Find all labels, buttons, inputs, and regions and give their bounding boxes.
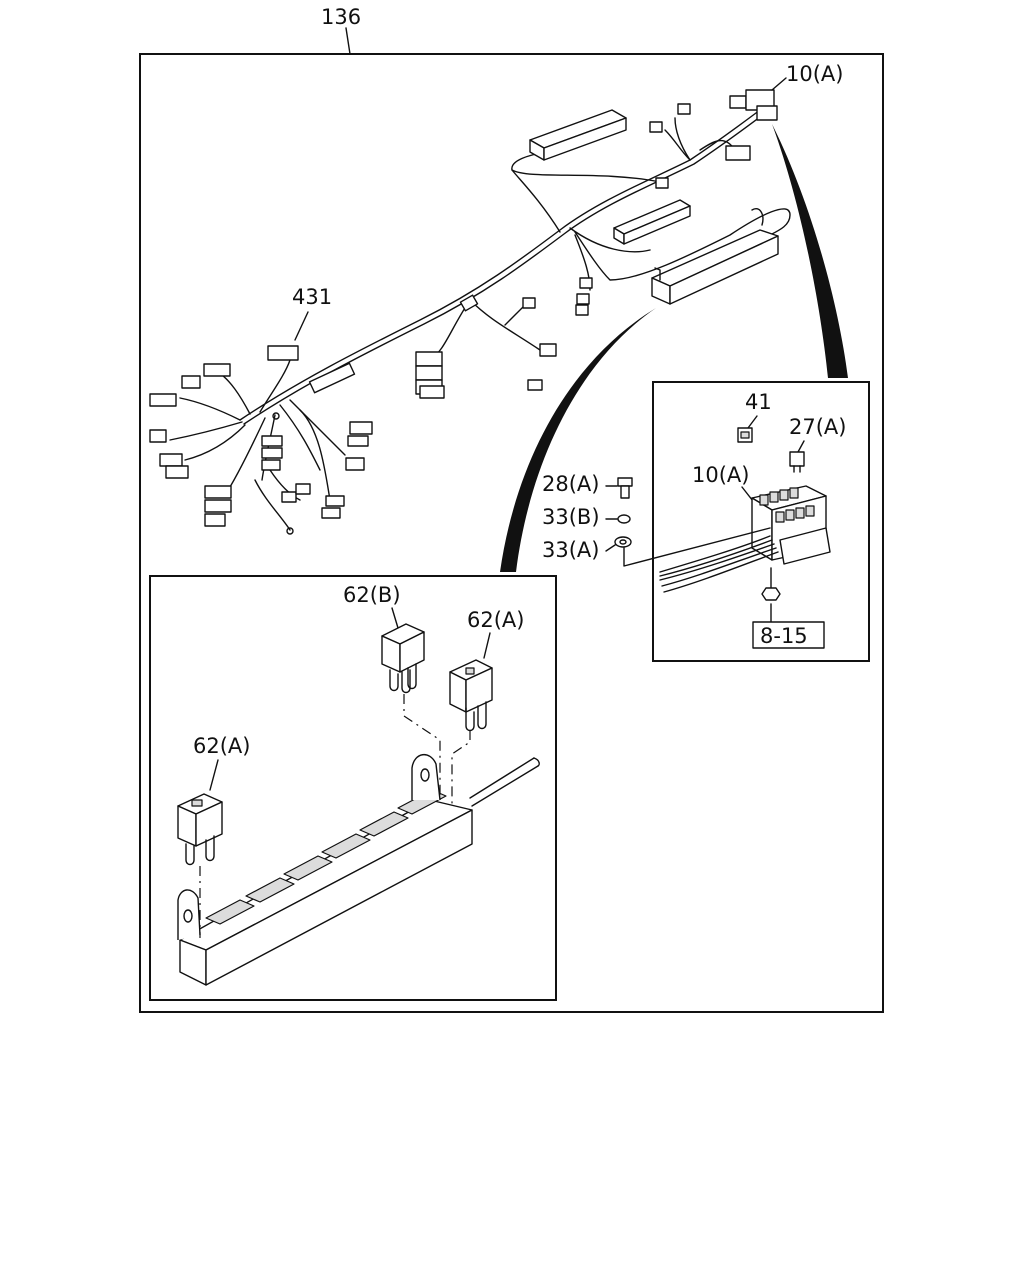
label-washer-33a: 33(A): [542, 538, 599, 562]
washer-33b: [617, 514, 631, 524]
detail-frame-relay-box: [149, 575, 557, 1001]
relay-62a-left: [177, 793, 223, 866]
label-relay-62b: 62(B): [343, 583, 401, 607]
assembly-frame: [139, 53, 884, 1013]
label-fuse-41: 41: [745, 390, 772, 414]
callout-arrow-right: [772, 124, 848, 378]
fuse-41: [737, 427, 753, 443]
label-screw-28a: 28(A): [542, 472, 599, 496]
label-relay-block-top: 10(A): [786, 62, 843, 86]
label-washer-33b: 33(B): [542, 505, 600, 529]
fuse-block-top: [529, 109, 627, 161]
fuse-27a: [789, 451, 805, 473]
label-ref-8-15: 8-15: [760, 624, 808, 648]
relay-box-harness: [651, 208, 779, 305]
screw-28a: [617, 477, 633, 499]
label-relay-62a-left: 62(A): [193, 734, 250, 758]
relay-62a-right: [449, 659, 493, 732]
label-assembly: 136: [321, 5, 361, 29]
install-line-62a-right: [451, 730, 471, 804]
label-harness: 431: [292, 285, 332, 309]
washer-33a: [614, 536, 632, 548]
install-line-62b: [403, 694, 441, 800]
relay-block-assembly: [659, 485, 831, 593]
callout-arrow-left: [500, 308, 656, 572]
nut-8-15: [761, 567, 781, 623]
fuse-block-middle: [613, 199, 691, 245]
relay-box-tray: [177, 754, 540, 986]
relay-62b: [381, 623, 425, 694]
label-relay-62a-right: 62(A): [467, 608, 524, 632]
harness-connectors: [149, 89, 778, 527]
label-relay-block-detail: 10(A): [692, 463, 749, 487]
detail-frame-relay-block: [652, 381, 870, 662]
ref-box-8-15: [752, 621, 825, 649]
label-fuse-27a: 27(A): [789, 415, 846, 439]
